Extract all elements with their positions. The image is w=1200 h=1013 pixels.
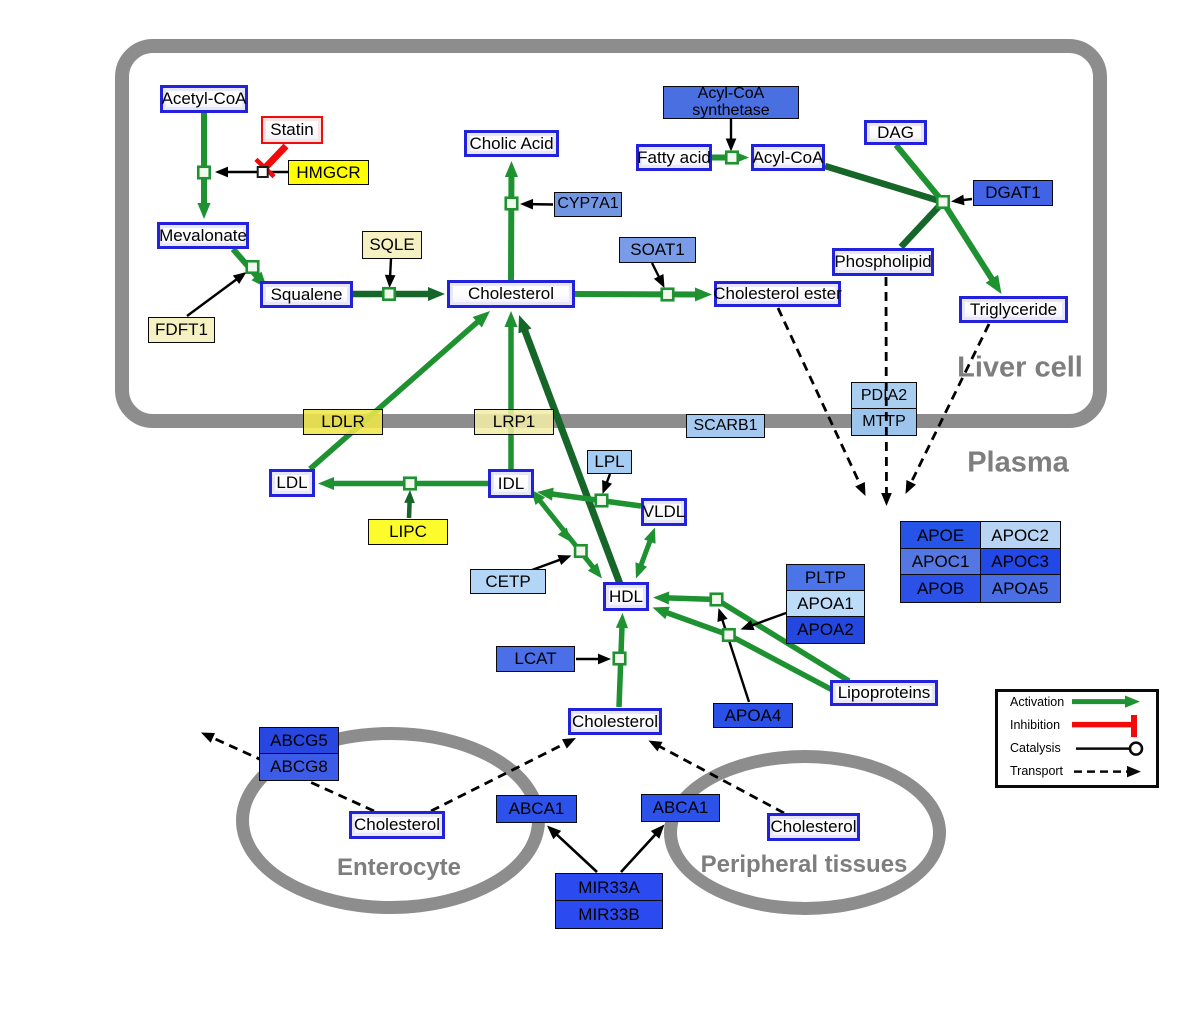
node-squalene[interactable]: Squalene <box>260 281 353 308</box>
node-apoe[interactable]: APOE <box>900 521 982 550</box>
node-lpl[interactable]: LPL <box>587 450 632 474</box>
node-apoa5[interactable]: APOA5 <box>979 574 1061 603</box>
node-acyl-coa[interactable]: Acyl-CoA <box>751 144 825 171</box>
node-lrp1[interactable]: LRP1 <box>474 409 554 435</box>
node-cholesterol-enterocyte[interactable]: Cholesterol <box>349 811 445 839</box>
node-statin[interactable]: Statin <box>261 116 323 144</box>
node-mttp[interactable]: MTTP <box>851 408 917 436</box>
legend-symbol-inhibition-tbar <box>1072 715 1137 738</box>
node-apoc3[interactable]: APOC3 <box>979 547 1061 577</box>
node-acetyl-coa[interactable]: Acetyl-CoA <box>160 85 248 113</box>
legend-symbol-activation-arrow <box>1072 695 1140 708</box>
node-lcat[interactable]: LCAT <box>496 646 575 672</box>
node-cholesterol-liver[interactable]: Cholesterol <box>447 280 575 308</box>
node-apob[interactable]: APOB <box>900 574 982 603</box>
node-ldl[interactable]: LDL <box>269 469 315 497</box>
legend-label-transport-dashed-arrow: Transport <box>1010 764 1064 779</box>
node-mevalonate[interactable]: Mevalonate <box>157 222 249 249</box>
node-cholesterol-peripheral[interactable]: Cholesterol <box>767 813 860 841</box>
node-apoa2[interactable]: APOA2 <box>786 616 865 644</box>
node-pltp[interactable]: PLTP <box>786 564 865 592</box>
enterocyte-label: Enterocyte <box>336 854 462 881</box>
node-scarb1[interactable]: SCARB1 <box>686 414 765 438</box>
node-cyp7a1[interactable]: CYP7A1 <box>554 192 622 217</box>
node-sqle[interactable]: SQLE <box>362 231 422 259</box>
node-fatty-acid[interactable]: Fatty acid <box>636 144 712 171</box>
node-cetp[interactable]: CETP <box>470 569 546 594</box>
node-cholesterol-plasma[interactable]: Cholesterol <box>568 708 662 735</box>
liver-cell-label: Liver cell <box>957 351 1083 384</box>
node-acyl-coa-synthetase[interactable]: Acyl-CoA synthetase <box>663 86 799 119</box>
node-soat1[interactable]: SOAT1 <box>619 237 696 263</box>
node-ldlr[interactable]: LDLR <box>303 409 383 435</box>
legend-symbol-transport-dashed-arrow <box>1074 765 1141 778</box>
node-mir33b[interactable]: MIR33B <box>555 900 663 929</box>
node-phospholipid[interactable]: Phospholipid <box>832 248 934 276</box>
node-idl[interactable]: IDL <box>488 469 534 498</box>
node-fdft1[interactable]: FDFT1 <box>148 317 215 343</box>
legend-label-catalysis-circle: Catalysis <box>1010 741 1061 756</box>
node-apoa4[interactable]: APOA4 <box>713 703 793 728</box>
node-apoa1[interactable]: APOA1 <box>786 590 865 618</box>
node-vldl[interactable]: VLDL <box>641 498 687 526</box>
node-lipc[interactable]: LIPC <box>368 519 448 545</box>
node-abcg5[interactable]: ABCG5 <box>259 727 339 755</box>
legend-label-activation-arrow: Activation <box>1010 694 1065 709</box>
node-mir33a[interactable]: MIR33A <box>555 873 663 902</box>
legend-label-inhibition-tbar: Inhibition <box>1010 717 1061 732</box>
legend-symbol-catalysis-circle <box>1076 740 1144 756</box>
node-hmgcr[interactable]: HMGCR <box>288 160 369 185</box>
node-apoc1[interactable]: APOC1 <box>900 547 982 577</box>
node-lipoproteins[interactable]: Lipoproteins <box>830 680 938 706</box>
node-abcg8[interactable]: ABCG8 <box>259 753 339 781</box>
node-hdl[interactable]: HDL <box>603 582 649 611</box>
node-dag[interactable]: DAG <box>864 120 927 145</box>
node-dgat1[interactable]: DGAT1 <box>973 180 1053 206</box>
node-pdia2[interactable]: PDIA2 <box>851 382 917 410</box>
node-apoc2[interactable]: APOC2 <box>979 521 1061 550</box>
peripheral-tissues-label: Peripheral tissues <box>700 851 908 878</box>
node-abca1-enterocyte[interactable]: ABCA1 <box>496 795 577 823</box>
plasma-label: Plasma <box>967 446 1069 479</box>
node-abca1-peripheral[interactable]: ABCA1 <box>641 794 720 822</box>
node-cholesterol-ester[interactable]: Cholesterol ester <box>713 281 842 307</box>
node-triglyceride[interactable]: Triglyceride <box>959 296 1068 323</box>
node-cholic-acid[interactable]: Cholic Acid <box>464 130 559 157</box>
